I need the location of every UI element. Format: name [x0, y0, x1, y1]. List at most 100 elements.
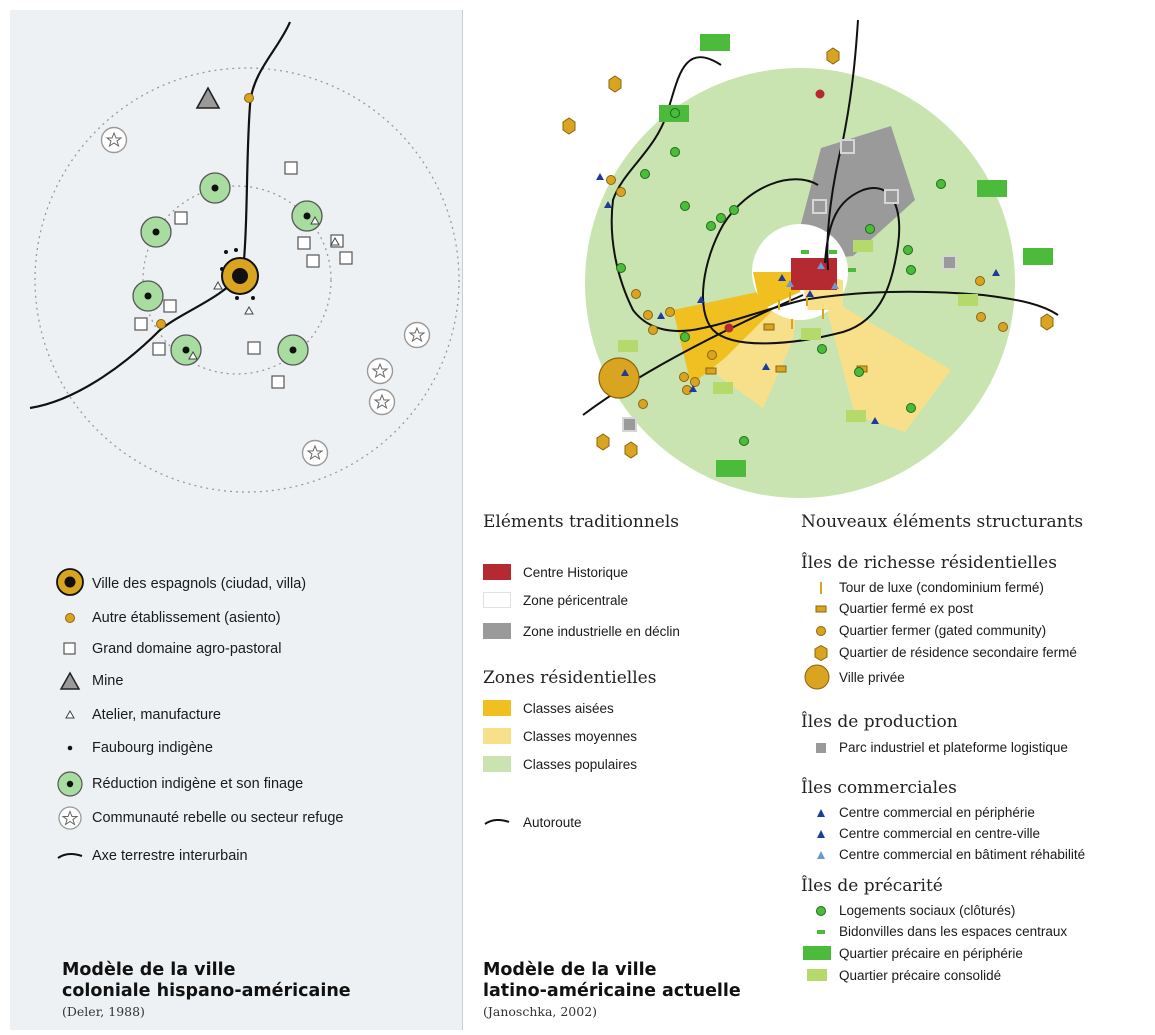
gated-community-icons — [606, 175, 1008, 409]
title-line-1: Modèle de la ville — [62, 960, 236, 980]
citation: (Janoschka, 2002) — [483, 1004, 598, 1019]
legend-row: Faubourg indigène — [54, 736, 213, 760]
peripheral-commercial-symbol — [809, 801, 833, 825]
central-slum-icons — [801, 250, 856, 272]
legend-row: Centre commercial en périphérie — [809, 802, 1035, 823]
luxury-tower-symbol — [809, 576, 833, 600]
legend-label: Quartier fermer (gated community) — [839, 623, 1047, 638]
legend-row: Grand domaine agro-pastoral — [54, 637, 281, 661]
colonial-model-panel: Ville des espagnols (ciudad, villa) Autr… — [10, 10, 463, 1030]
suburb-symbol — [54, 736, 86, 760]
legend-row: Logements sociaux (clôturés) — [809, 900, 1015, 921]
legend-row: Classes aisées — [483, 696, 614, 720]
panel-divider — [462, 10, 463, 1030]
historic-center — [791, 258, 837, 290]
legend-label: Quartier précaire en périphérie — [839, 945, 1023, 961]
pericentral-swatch — [483, 592, 511, 608]
reduction-icon — [132, 280, 164, 312]
legend-label: Classes aisées — [523, 700, 614, 716]
current-model-panel: Eléments traditionnels Centre Historique… — [463, 10, 1155, 1030]
middle-class-sector — [823, 295, 951, 432]
legend-label: Centre commercial en bâtiment réhabilité — [839, 847, 1086, 862]
legend-label: Communauté rebelle ou secteur refuge — [92, 810, 344, 826]
precarity-heading: Îles de précarité — [801, 876, 943, 896]
legend-row: Quartier fermer (gated community) — [809, 620, 1046, 641]
legend-label: Logements sociaux (clôturés) — [839, 903, 1016, 918]
social-housing-symbol — [809, 899, 833, 923]
legend-label: Réduction indigène et son finage — [92, 776, 304, 792]
inner-dotted-ring — [142, 185, 332, 375]
legend-row: Mine — [54, 669, 123, 693]
road-symbol — [54, 844, 86, 868]
production-heading: Îles de production — [801, 712, 958, 732]
legend-row: Zone péricentrale — [483, 588, 628, 612]
residential-heading: Zones résidentielles — [483, 668, 657, 688]
legend-label: Autre établissement (asiento) — [92, 610, 281, 626]
middle-class-sector — [703, 283, 800, 408]
wealth-islands-heading: Îles de richesse résidentielles — [801, 553, 1057, 573]
secondary-residence-icons — [562, 47, 1054, 459]
title-line-2: coloniale hispano-américaine — [62, 981, 351, 1001]
legend-row: Quartier de résidence secondaire fermé — [809, 642, 1077, 663]
downtown-commercial-symbol — [809, 822, 833, 846]
title-line-1: Modèle de la ville — [483, 960, 657, 980]
industrial-park-icons — [622, 139, 957, 432]
rebel-community-icon — [100, 126, 128, 154]
upper-class-sector — [673, 283, 800, 385]
rehab-commercial-symbol — [809, 843, 833, 867]
legend-row: Centre commercial en centre-ville — [809, 823, 1040, 844]
legend-row: Bidonvilles dans les espaces centraux — [809, 921, 1067, 942]
highway-symbol — [483, 810, 511, 834]
peripheral-precarious-symbol — [801, 942, 833, 964]
legend-row: Atelier, manufacture — [54, 703, 221, 727]
legend-label: Zone industrielle en déclin — [523, 623, 680, 639]
legend-row: Axe terrestre interurbain — [54, 844, 248, 868]
legend-label: Mine — [92, 673, 124, 689]
workshop-symbol — [54, 703, 86, 727]
legend-row: Autoroute — [483, 810, 582, 834]
legend-label: Axe terrestre interurbain — [92, 848, 248, 864]
new-elements-heading: Nouveaux éléments structurants — [801, 512, 1084, 532]
consolidated-precarious-symbol — [801, 964, 833, 986]
reduction-icon — [199, 172, 231, 204]
estate-icons — [134, 161, 353, 389]
asiento-icon — [156, 319, 166, 329]
legend-label: Quartier de résidence secondaire fermé — [839, 645, 1077, 660]
private-town-symbol — [801, 664, 833, 690]
current-city-diagram — [562, 19, 1059, 498]
legend-label: Centre commercial en périphérie — [839, 805, 1035, 820]
traditional-heading: Eléments traditionnels — [483, 512, 680, 532]
legend-label: Classes populaires — [523, 756, 638, 772]
rebel-community-symbol — [54, 806, 86, 830]
legend-row: Centre Historique — [483, 560, 628, 584]
rebel-community-icon — [368, 388, 396, 416]
rehab-commercial-icons — [786, 262, 839, 289]
workshop-icons — [188, 215, 340, 360]
legend-row: Autre établissement (asiento) — [54, 606, 281, 630]
legend-row: Ville des espagnols (ciudad, villa) — [54, 568, 307, 596]
legend-row: Zone industrielle en déclin — [483, 619, 680, 643]
reduction-icon — [291, 200, 323, 232]
legend-label: Grand domaine agro-pastoral — [92, 641, 282, 657]
mine-symbol — [54, 669, 86, 693]
secondary-residence-symbol — [809, 641, 833, 665]
upper-class-sector — [753, 272, 800, 310]
private-town-icon — [598, 357, 640, 399]
citation: (Deler, 1988) — [62, 1004, 145, 1019]
rebel-community-icon — [403, 321, 431, 349]
legend-label: Classes moyennes — [523, 728, 638, 744]
legend-label: Autoroute — [523, 814, 582, 830]
industrial-swatch — [483, 623, 511, 639]
legend-row: Parc industriel et plateforme logistique — [809, 737, 1068, 758]
legend-label: Atelier, manufacture — [92, 707, 221, 723]
historic-marker — [724, 323, 734, 333]
commercial-center-icons — [596, 173, 1000, 424]
legend-label: Centre Historique — [523, 564, 629, 580]
upper-class-swatch — [483, 700, 511, 716]
legend-row: Tour de luxe (condominium fermé) — [809, 577, 1044, 598]
legend-label: Zone péricentrale — [523, 592, 629, 608]
legend-label: Ville des espagnols (ciudad, villa) — [92, 576, 307, 592]
middle-class-swatch — [483, 728, 511, 744]
current-model-title: Modèle de la ville latino-américaine act… — [483, 960, 741, 1019]
legend-label: Parc industriel et plateforme logistique — [839, 740, 1068, 755]
